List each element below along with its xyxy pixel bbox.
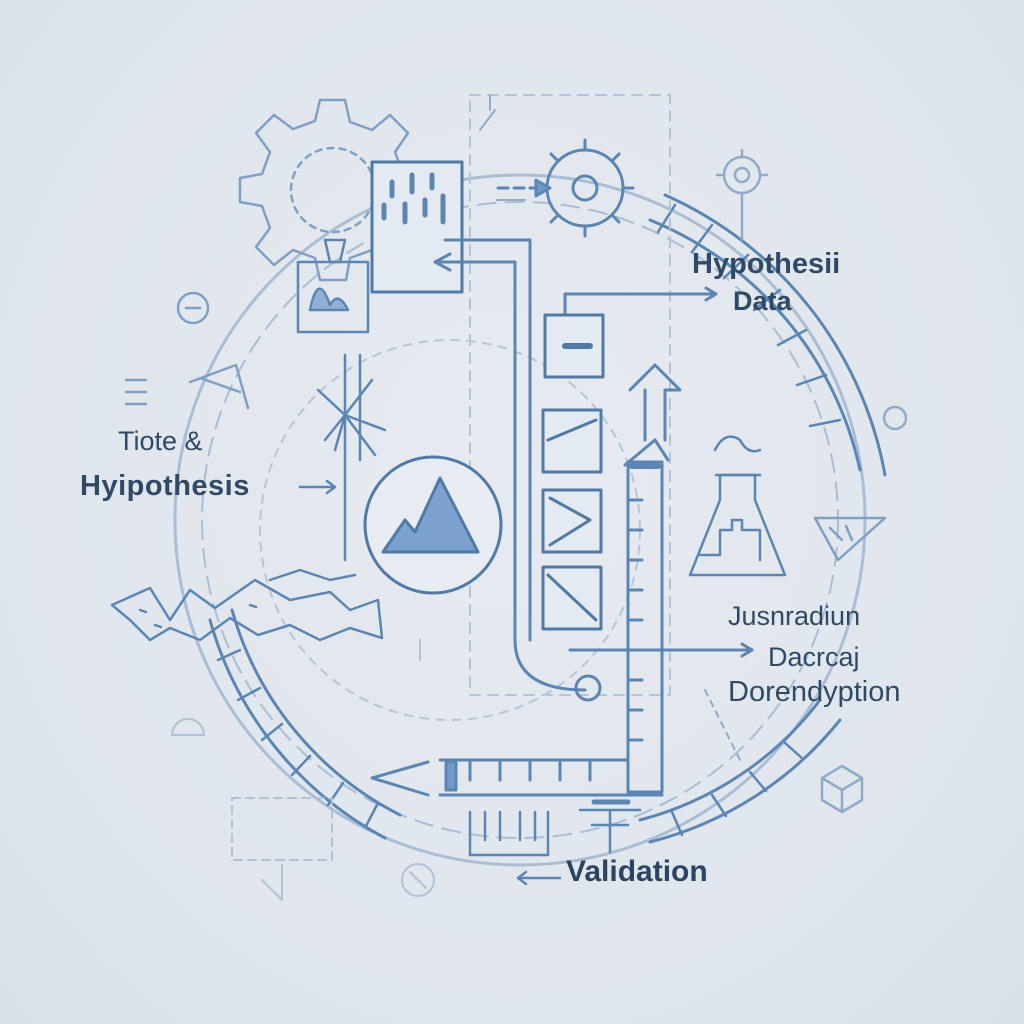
validation-label: Validation xyxy=(566,855,708,888)
top-gear-icon xyxy=(496,138,635,238)
bottom-segmented-arc xyxy=(208,608,842,844)
mid-right-label-line-2: Dacrcaj xyxy=(768,642,860,672)
main-pipes xyxy=(433,238,754,702)
left-label-line-2: Hyipothesis xyxy=(80,470,250,502)
landscape-map-icon xyxy=(110,568,384,642)
faint-bottom-decor xyxy=(171,639,435,901)
top-right-label-line-1: Hypothesii xyxy=(692,248,841,280)
left-label-line-1: Tiote & xyxy=(118,426,203,456)
small-node-icon xyxy=(882,405,908,431)
lab-vessel-icon xyxy=(296,238,370,334)
left-decor xyxy=(124,291,250,410)
mid-right-label-line-3: Dorendyption xyxy=(728,676,901,708)
process-boxes xyxy=(541,313,605,631)
dashed-frame xyxy=(469,94,671,696)
mid-right-label-line-1: Jusnradiun xyxy=(728,601,861,631)
mountain-circle-icon xyxy=(363,455,503,595)
flask-icon xyxy=(688,435,787,577)
small-gear-icon xyxy=(715,148,769,242)
left-arrow xyxy=(298,479,337,495)
outer-ring xyxy=(173,173,867,867)
guide-lines xyxy=(479,94,741,761)
triangle-marker xyxy=(813,516,887,562)
top-right-label-line-2: Data xyxy=(733,286,792,316)
right-segmented-arc xyxy=(648,193,887,477)
document-bars-icon xyxy=(370,160,464,294)
cube-icon xyxy=(820,764,864,814)
wind-turbine-icon xyxy=(316,353,387,562)
bottom-connector xyxy=(468,799,642,886)
validation-tube xyxy=(370,363,682,797)
